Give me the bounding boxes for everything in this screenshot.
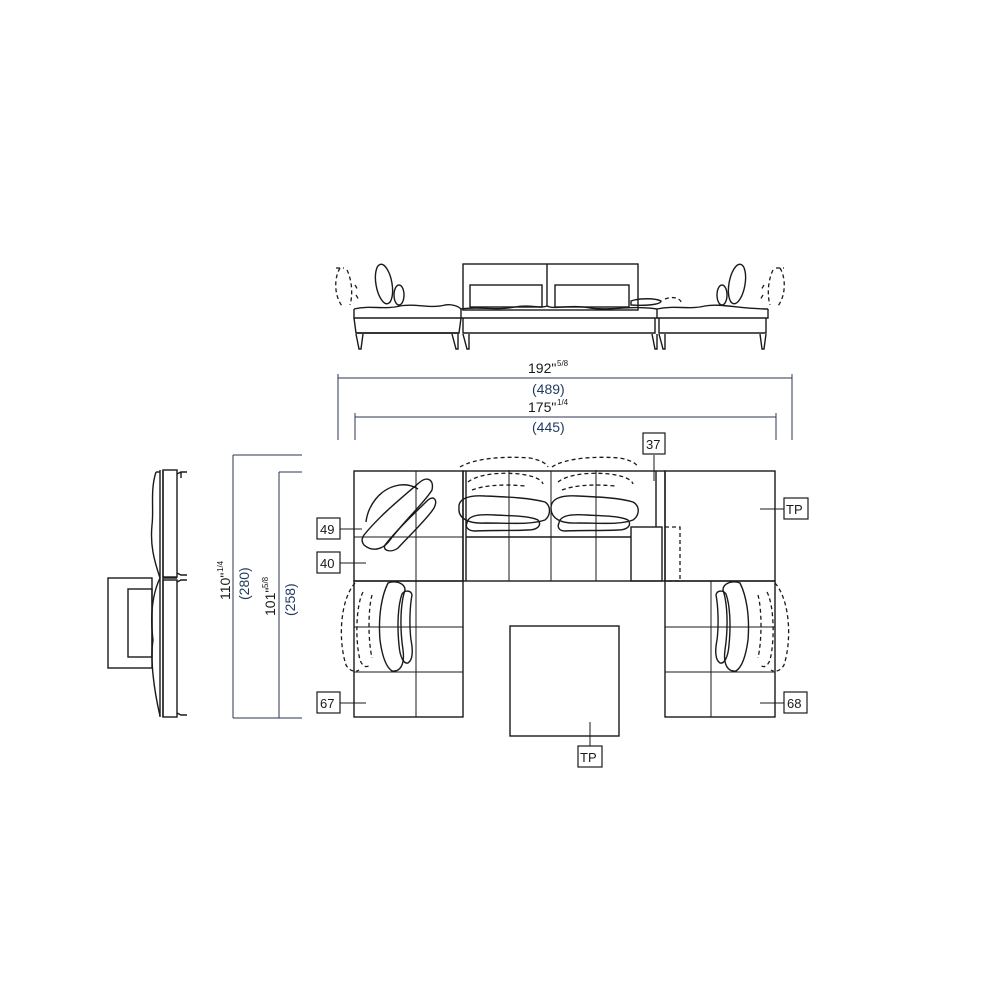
svg-text:40: 40 — [320, 556, 334, 571]
overall-depth-dimension: 110" 1/4 (280) — [216, 454, 302, 719]
tag-68: 68 — [760, 691, 808, 714]
svg-text:67: 67 — [320, 696, 334, 711]
tag-tp-center: TP — [577, 722, 603, 768]
inner-depth-imperial: 101" — [262, 588, 278, 616]
inner-depth-metric: (258) — [282, 583, 298, 616]
svg-text:68: 68 — [787, 696, 801, 711]
inner-width-fraction: 1/4 — [557, 398, 569, 407]
tag-40: 40 — [316, 551, 366, 574]
inner-width-metric: (445) — [532, 419, 565, 435]
svg-text:37: 37 — [646, 437, 660, 452]
overall-width-dimension: 192" 5/8 (489) — [337, 359, 793, 440]
side-elevation-view — [107, 469, 187, 718]
module-right-chaise — [664, 580, 790, 718]
module-center — [458, 456, 681, 582]
module-left-chaise — [340, 580, 464, 718]
tag-49: 49 — [316, 517, 362, 540]
overall-width-imperial: 192" — [528, 360, 556, 376]
plan-view — [340, 456, 790, 737]
inner-depth-fraction: 5/8 — [261, 576, 270, 588]
overall-width-metric: (489) — [532, 381, 565, 397]
svg-text:TP: TP — [786, 502, 803, 517]
svg-text:TP: TP — [580, 750, 597, 765]
inner-depth-dimension: 101" 5/8 (258) — [261, 471, 302, 718]
inner-width-dimension: 175" 1/4 (445) — [354, 398, 777, 440]
module-left-corner — [353, 470, 464, 582]
tag-tp-right: TP — [760, 497, 809, 520]
module-right-corner — [664, 470, 776, 582]
overall-depth-fraction: 1/4 — [216, 560, 225, 572]
overall-depth-metric: (280) — [236, 567, 252, 600]
inner-width-imperial: 175" — [528, 399, 556, 415]
svg-text:49: 49 — [320, 522, 334, 537]
tag-67: 67 — [316, 691, 366, 714]
right-chaise-elevation — [656, 263, 785, 350]
overall-width-fraction: 5/8 — [557, 359, 569, 368]
front-elevation-view — [335, 263, 785, 350]
left-chaise-elevation — [335, 263, 462, 350]
ottoman — [509, 625, 620, 737]
tag-37: 37 — [642, 432, 666, 481]
center-sofa-elevation — [460, 263, 682, 350]
overall-depth-imperial: 110" — [217, 573, 233, 600]
